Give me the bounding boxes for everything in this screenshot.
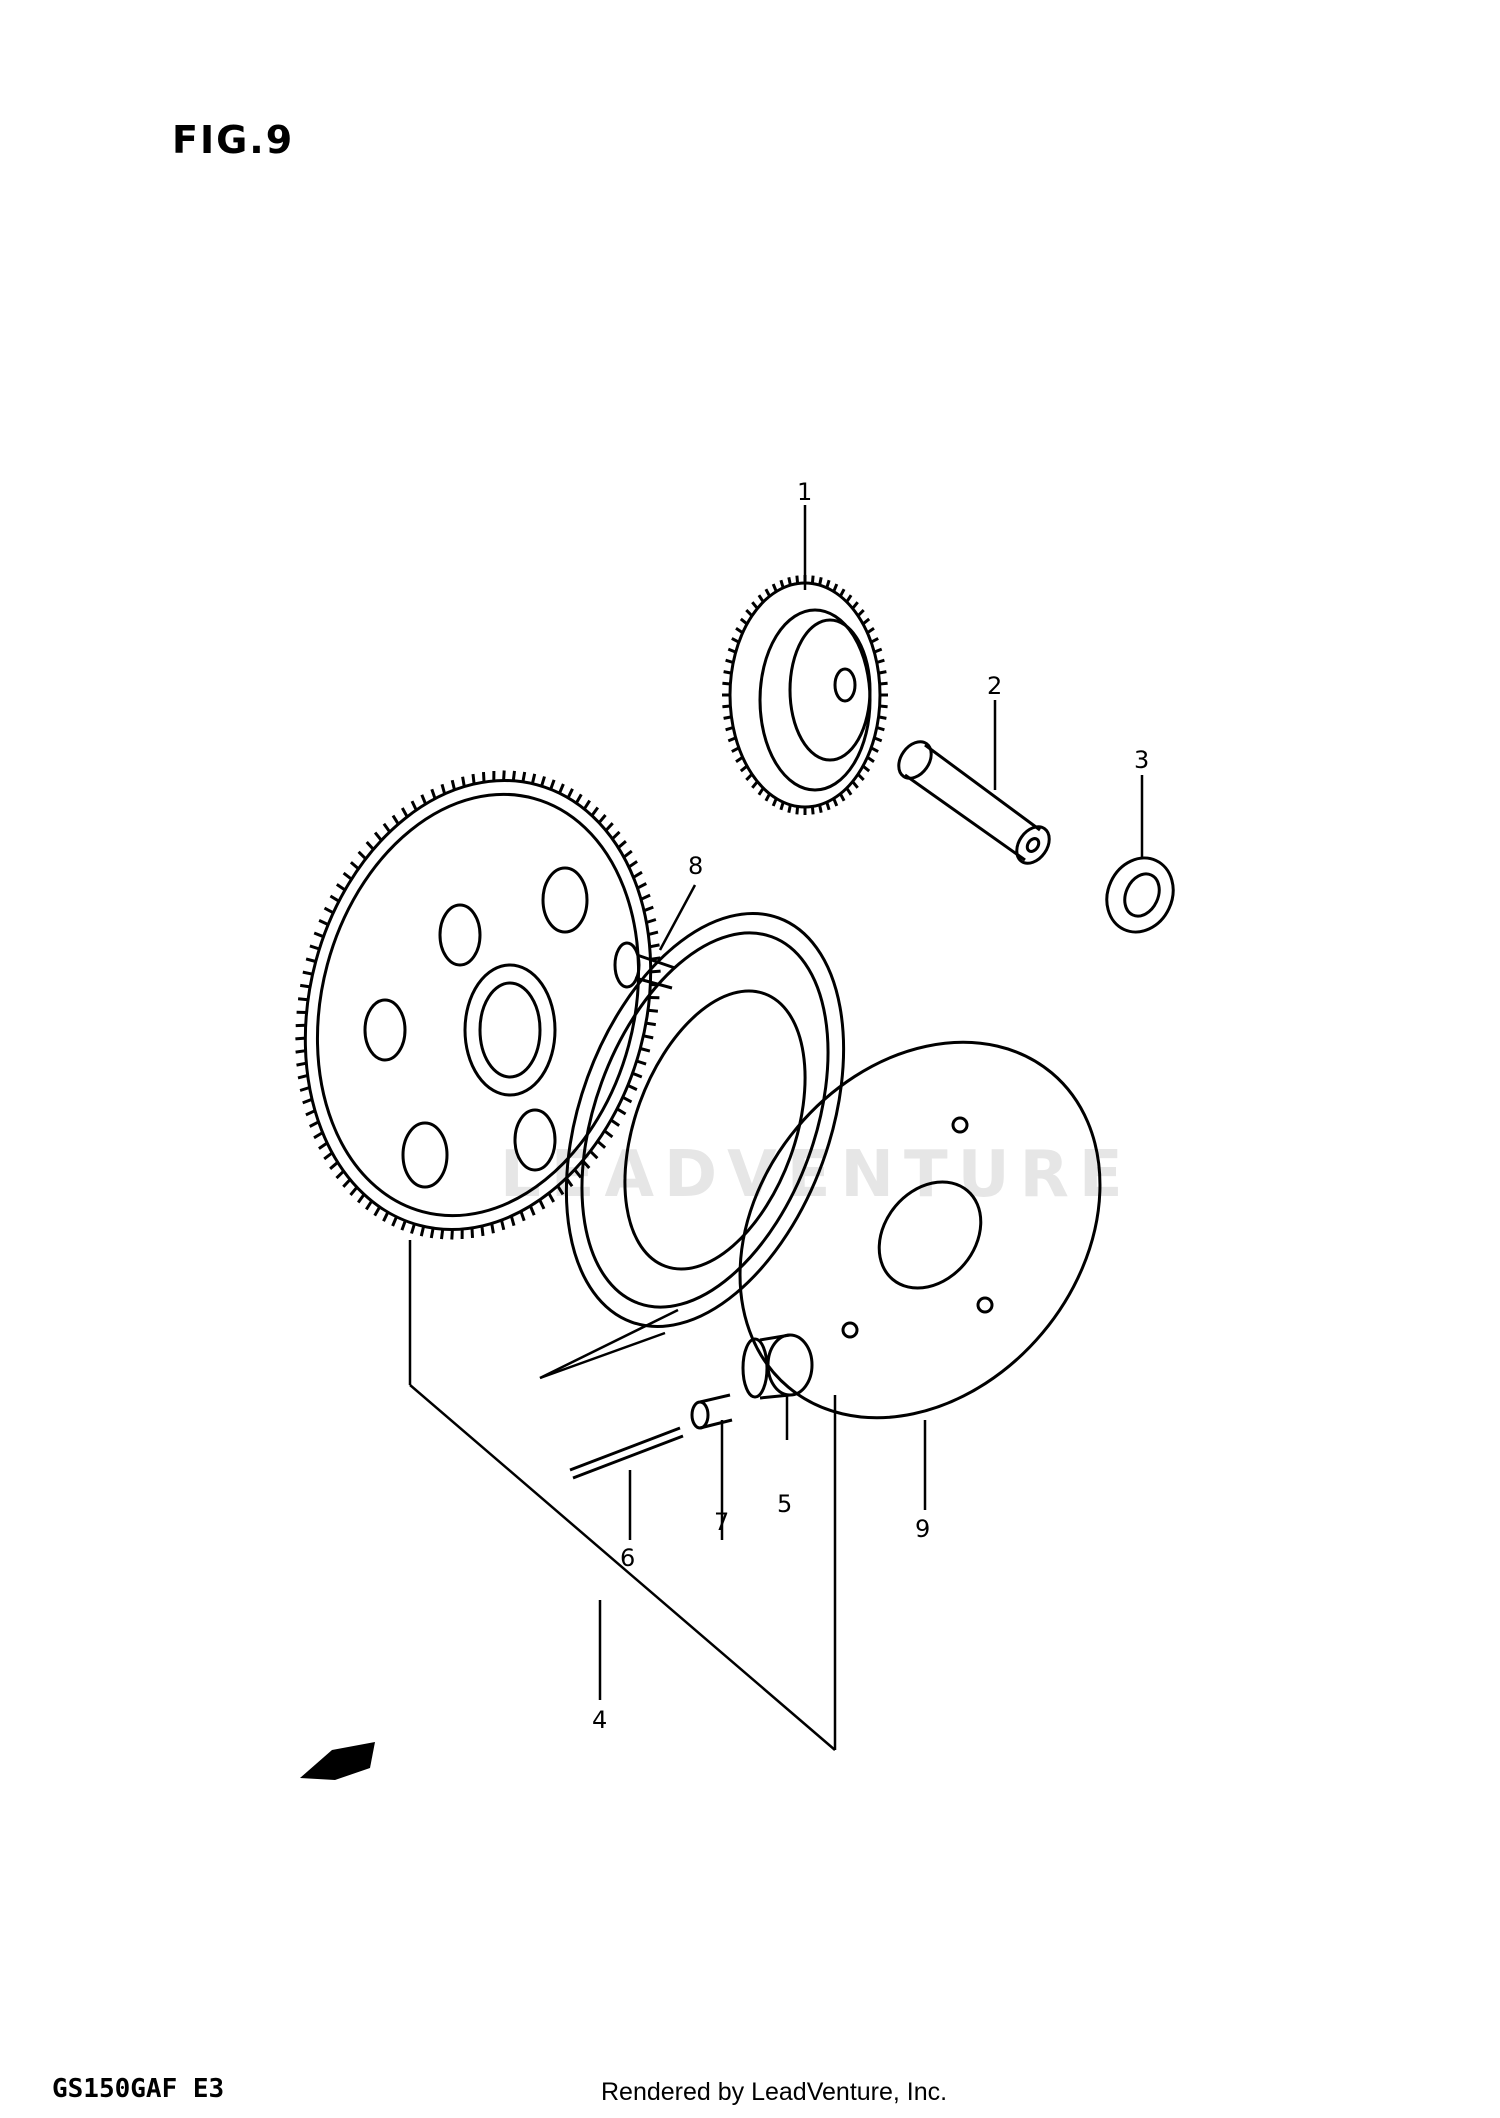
callout-4: 4 bbox=[592, 1706, 608, 1734]
fwd-arrow-icon bbox=[300, 1742, 375, 1780]
figure-title: FIG.9 bbox=[172, 118, 295, 162]
gear-teeth bbox=[722, 575, 888, 815]
part-8-bolt[interactable] bbox=[613, 941, 676, 990]
part-4-clutch-housing[interactable] bbox=[514, 875, 896, 1365]
callout-3: 3 bbox=[1134, 746, 1150, 774]
part-3-washer[interactable] bbox=[1095, 847, 1185, 943]
callout-7: 7 bbox=[714, 1508, 730, 1536]
part-9-plate[interactable] bbox=[666, 970, 1175, 1490]
credit-text: Rendered by LeadVenture, Inc. bbox=[601, 2078, 948, 2106]
large-starter-gear[interactable] bbox=[257, 741, 700, 1268]
part-2-shaft[interactable] bbox=[892, 736, 1056, 870]
callout-2: 2 bbox=[987, 672, 1003, 700]
callout-6: 6 bbox=[620, 1544, 636, 1572]
leader-lines bbox=[408, 505, 1144, 1751]
model-code: GS150GAF E3 bbox=[52, 2074, 225, 2104]
callout-9: 9 bbox=[915, 1515, 931, 1543]
callout-1: 1 bbox=[797, 478, 813, 506]
callout-5: 5 bbox=[777, 1490, 793, 1518]
part-5-roller[interactable] bbox=[741, 1333, 814, 1400]
part-6-spring[interactable] bbox=[569, 1426, 684, 1480]
gear-teeth bbox=[295, 770, 661, 1240]
callout-8: 8 bbox=[688, 852, 704, 880]
part-7-pin[interactable] bbox=[690, 1393, 733, 1430]
part-1-idler-gear[interactable] bbox=[722, 575, 888, 815]
